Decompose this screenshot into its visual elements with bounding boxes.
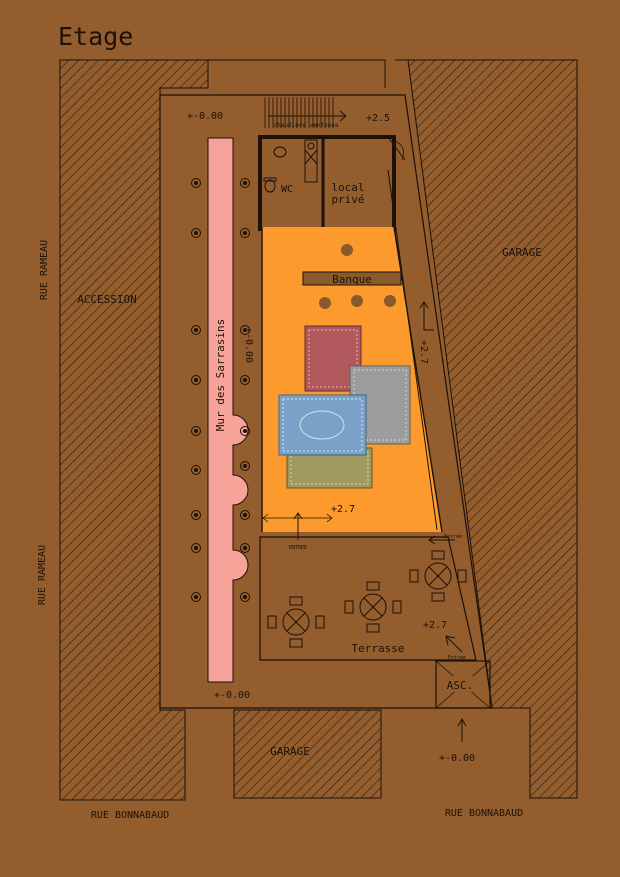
street-bottom-left: RUE BONNABAUD (91, 810, 169, 821)
lift-label: ASC. (447, 679, 474, 692)
stairs-note: chaudière ventouse (273, 122, 338, 129)
side-arrow-icon (419, 301, 434, 331)
level-top-left: +-0.00 (187, 111, 223, 122)
entrance-label: ENTREE (289, 545, 307, 551)
level-terrace: +2.7 (423, 620, 447, 631)
courtyard-edge (208, 59, 408, 88)
corridor-wall (387, 169, 438, 531)
wc-label: WC (281, 184, 293, 195)
door-frame (387, 136, 406, 161)
column-icon (191, 375, 201, 385)
street-arrow-icon (457, 717, 467, 742)
hall-right-wall (393, 226, 443, 533)
columns (191, 178, 250, 602)
column-icon (191, 543, 201, 553)
column-icon (240, 461, 250, 471)
exit-note-2: Entrée (448, 654, 466, 661)
bar-stool (319, 297, 331, 309)
bar-stool (351, 295, 363, 307)
rug-blue (278, 394, 367, 456)
wall-label: Mur des Sarrasins (214, 319, 227, 432)
column-icon (240, 178, 250, 188)
service-block (258, 135, 396, 231)
column-icon (191, 228, 201, 238)
rugs (278, 325, 411, 489)
terrace-table (344, 581, 402, 633)
level-right-side: +2.7 (418, 340, 429, 364)
column-icon (240, 426, 250, 436)
bar-label: Banque (332, 273, 372, 286)
level-bottom-wall: +-0.00 (214, 690, 250, 701)
page-title: Etage (58, 22, 133, 51)
exit-arrow-icon (428, 535, 455, 545)
building-bottom-garage (233, 709, 382, 799)
bar-stool (384, 295, 396, 307)
site-outline (159, 94, 493, 709)
sink-icon (273, 146, 287, 158)
terrace-table (267, 596, 325, 648)
exit-note-1: Entrée (444, 533, 462, 540)
column-icon (240, 325, 250, 335)
column-icon (240, 510, 250, 520)
local-label-line2: privé (331, 193, 364, 206)
terrace-outline (259, 536, 477, 661)
street-left-top: RUE RAMEAU (39, 240, 50, 300)
garage-right-label: GARAGE (502, 246, 542, 259)
bar-stools (319, 244, 396, 309)
terrace-table (409, 550, 467, 602)
column-icon (191, 426, 201, 436)
column-icon (240, 375, 250, 385)
bar-stool (341, 244, 353, 256)
column-icon (240, 543, 250, 553)
column-icon (191, 178, 201, 188)
access-label: ACCESSION (77, 293, 137, 306)
column-icon (191, 592, 201, 602)
level-wall: +-0.00 (243, 327, 254, 363)
lift (435, 660, 491, 709)
stairs-arrow-icon (268, 110, 347, 122)
level-top-right: +2.5 (366, 113, 390, 124)
column-icon (191, 510, 201, 520)
boiler-icon (304, 139, 318, 183)
bar-counter (302, 271, 402, 286)
local-label-line1: local (331, 181, 364, 194)
column-icon (191, 325, 201, 335)
column-icon (240, 228, 250, 238)
terrace-tables (267, 550, 467, 648)
entrance-arrow-icon (293, 512, 303, 540)
column-icon (191, 465, 201, 475)
garage-bottom-label: GARAGE (270, 745, 310, 758)
stairs (264, 97, 334, 128)
terrace-label: Terrasse (352, 642, 405, 655)
exit-arrow-icon (445, 635, 463, 653)
lift-label-bg (443, 676, 478, 692)
building-right (407, 59, 578, 799)
street-bottom-right: RUE BONNABAUD (445, 808, 523, 819)
building-left (59, 59, 209, 801)
level-street: +-0.00 (439, 753, 475, 764)
column-icon (240, 592, 250, 602)
door-swing-icon (391, 139, 405, 161)
toilet-icon (263, 177, 277, 193)
street-left-bottom: RUE RAMEAU (37, 545, 48, 605)
level-hall: +2.7 (331, 504, 355, 515)
